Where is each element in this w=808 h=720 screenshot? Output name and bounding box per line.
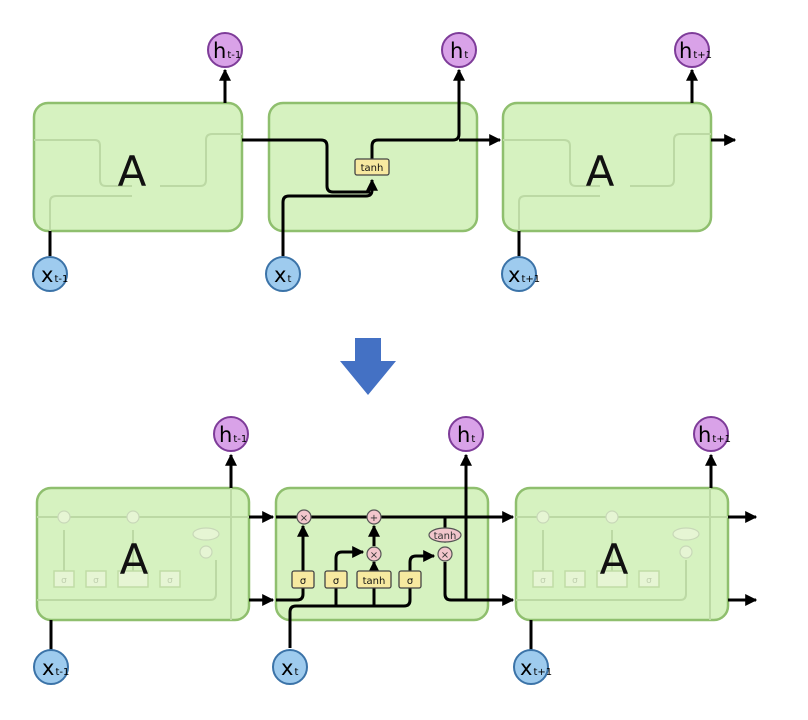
lstm-cell-left-faint-internals: σ σ σ	[37, 488, 249, 620]
output-node-bottom-left: ht-1	[213, 416, 249, 452]
input-xt-bus	[288, 588, 412, 648]
input-gate-label: σ	[333, 576, 340, 587]
output-multiply-op	[437, 546, 453, 562]
svg-text:xt: xt	[281, 656, 298, 680]
input-node-top-center-sub: t	[287, 274, 291, 285]
cell-tanh-op	[428, 527, 462, 543]
tanh-layer	[354, 158, 390, 176]
lstm-cell-right-label: A	[600, 535, 629, 584]
output-ht-wire	[370, 68, 465, 159]
input-node-top-right-sub: t+1	[521, 274, 540, 285]
input-node-top-left: xt-1	[32, 256, 68, 292]
forget-gate-label: σ	[300, 576, 307, 587]
candidate-label: tanh	[363, 576, 386, 587]
input-multiply-label: ×	[370, 550, 378, 561]
hidden-out-wire	[443, 562, 515, 606]
transition-arrow-icon	[340, 338, 396, 395]
svg-text:ht: ht	[457, 423, 475, 447]
input-node-bottom-left-label: x	[42, 656, 54, 680]
lstm-cell-right-faint-internals: σ σ σ	[516, 488, 728, 620]
output-node-bottom-center-sub: t	[471, 434, 475, 445]
input-gate-wire	[334, 546, 365, 571]
output-multiply-label: ×	[441, 550, 449, 561]
output-node-top-left: ht-1	[207, 32, 243, 68]
forget-gate-layer	[291, 570, 315, 589]
svg-text:ht+1: ht+1	[698, 423, 731, 447]
output-node-bottom-right-sub: t+1	[712, 434, 731, 445]
svg-text:σ: σ	[646, 576, 652, 586]
input-node-bottom-center: xt	[272, 649, 308, 685]
forget-multiply-op	[296, 509, 312, 525]
svg-text:σ: σ	[61, 576, 67, 586]
output-gate-layer	[398, 570, 422, 589]
svg-text:xt-1: xt-1	[41, 263, 68, 287]
output-node-top-center: ht	[441, 32, 477, 68]
output-node-bottom-right: ht+1	[693, 416, 731, 452]
output-gate-label: σ	[407, 576, 414, 587]
rnn-cell-left-faint-internals	[34, 133, 242, 231]
rnn-cell-right	[501, 101, 713, 233]
lstm-chain: σ σ σ σ σ σ A A	[35, 453, 758, 650]
input-node-top-center-label: x	[274, 263, 286, 287]
output-node-top-left-sub: t-1	[227, 50, 241, 61]
input-node-bottom-center-sub: t	[294, 667, 298, 678]
input-xt-wire	[281, 178, 378, 256]
output-node-top-right: ht+1	[674, 32, 712, 68]
svg-text:σ: σ	[572, 576, 578, 586]
input-node-bottom-right-label: x	[520, 656, 532, 680]
rnn-cell-right-label: A	[586, 147, 615, 196]
input-node-top-right-label: x	[508, 263, 520, 287]
tanh-layer-label: tanh	[361, 163, 384, 174]
input-gate-layer	[324, 570, 348, 589]
input-node-bottom-left: xt-1	[33, 649, 69, 685]
hidden-state-in-wire	[242, 138, 370, 194]
candidate-layer	[356, 570, 392, 589]
output-node-bottom-center: ht	[448, 416, 484, 452]
svg-text:ht+1: ht+1	[679, 39, 712, 63]
svg-text:σ: σ	[540, 576, 546, 586]
input-node-top-right: xt+1	[501, 256, 540, 292]
svg-text:ht-1: ht-1	[213, 39, 241, 63]
input-node-bottom-left-sub: t-1	[55, 667, 69, 678]
svg-text:xt-1: xt-1	[42, 656, 69, 680]
rnn-cell-left-label: A	[118, 147, 147, 196]
input-multiply-op	[366, 546, 382, 562]
input-node-bottom-right: xt+1	[513, 649, 552, 685]
output-node-bottom-right-label: h	[698, 423, 711, 447]
rnn-cell-left	[32, 101, 244, 233]
svg-text:xt+1: xt+1	[520, 656, 552, 680]
svg-text:xt+1: xt+1	[508, 263, 540, 287]
rnn-chain: A A tanh	[32, 68, 737, 256]
input-node-top-center: xt	[265, 256, 301, 292]
input-node-bottom-right-sub: t+1	[533, 667, 552, 678]
output-node-top-right-label: h	[679, 39, 692, 63]
input-node-bottom-center-label: x	[281, 656, 293, 680]
output-node-top-right-sub: t+1	[693, 50, 712, 61]
svg-text:σ: σ	[167, 576, 173, 586]
lstm-cell-left-label: A	[120, 535, 149, 584]
cell-add-label: +	[370, 513, 378, 524]
svg-text:ht: ht	[450, 39, 468, 63]
output-node-top-center-label: h	[450, 39, 463, 63]
output-node-top-left-label: h	[213, 39, 226, 63]
output-gate-wire	[408, 550, 436, 571]
hidden-state-bus	[276, 588, 305, 602]
rnn-cell-right-faint-internals	[503, 133, 711, 231]
forget-multiply-label: ×	[300, 513, 308, 524]
svg-text:σ: σ	[93, 576, 99, 586]
input-node-top-left-sub: t-1	[54, 274, 68, 285]
output-node-bottom-left-sub: t-1	[233, 434, 247, 445]
svg-text:ht-1: ht-1	[219, 423, 247, 447]
svg-text:xt: xt	[274, 263, 291, 287]
input-node-top-left-label: x	[41, 263, 53, 287]
output-node-top-center-sub: t	[464, 50, 468, 61]
output-node-bottom-center-label: h	[457, 423, 470, 447]
cell-tanh-label: tanh	[434, 531, 457, 542]
output-node-bottom-left-label: h	[219, 423, 232, 447]
cell-add-op	[366, 509, 382, 525]
